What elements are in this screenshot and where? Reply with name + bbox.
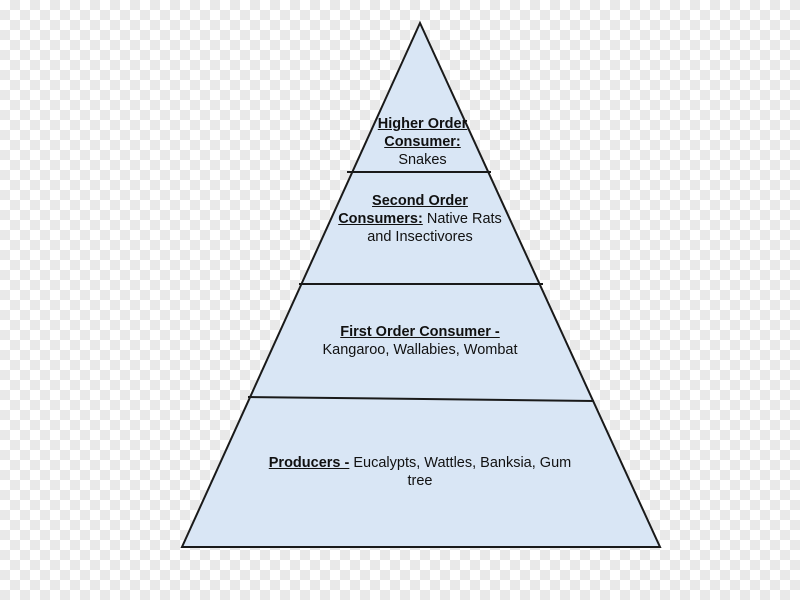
tier-text: Snakes xyxy=(398,152,447,168)
tier-second-order-consumers: Second Order Consumers: Native Rats and … xyxy=(330,192,510,246)
tier-title: First Order Consumer - xyxy=(340,324,500,340)
tier-higher-order-consumer: Higher Order Consumer: Snakes xyxy=(350,115,495,169)
tier-text: Native Rats and Insectivores xyxy=(367,211,502,245)
tier-text: Kangaroo, Wallabies, Wombat xyxy=(322,342,518,358)
tier-text: Eucalypts, Wattles, Banksia, Gum tree xyxy=(353,455,572,489)
tier-title: Second Order Consumers: xyxy=(338,193,468,227)
tier-producers: Producers - Eucalypts, Wattles, Banksia,… xyxy=(260,454,580,490)
tier-divider-3 xyxy=(247,396,595,402)
tier-title: Producers - xyxy=(268,455,350,471)
tier-title: Higher Order Consumer: xyxy=(377,116,468,150)
tier-first-order-consumer: First Order Consumer - Kangaroo, Wallabi… xyxy=(270,323,570,359)
